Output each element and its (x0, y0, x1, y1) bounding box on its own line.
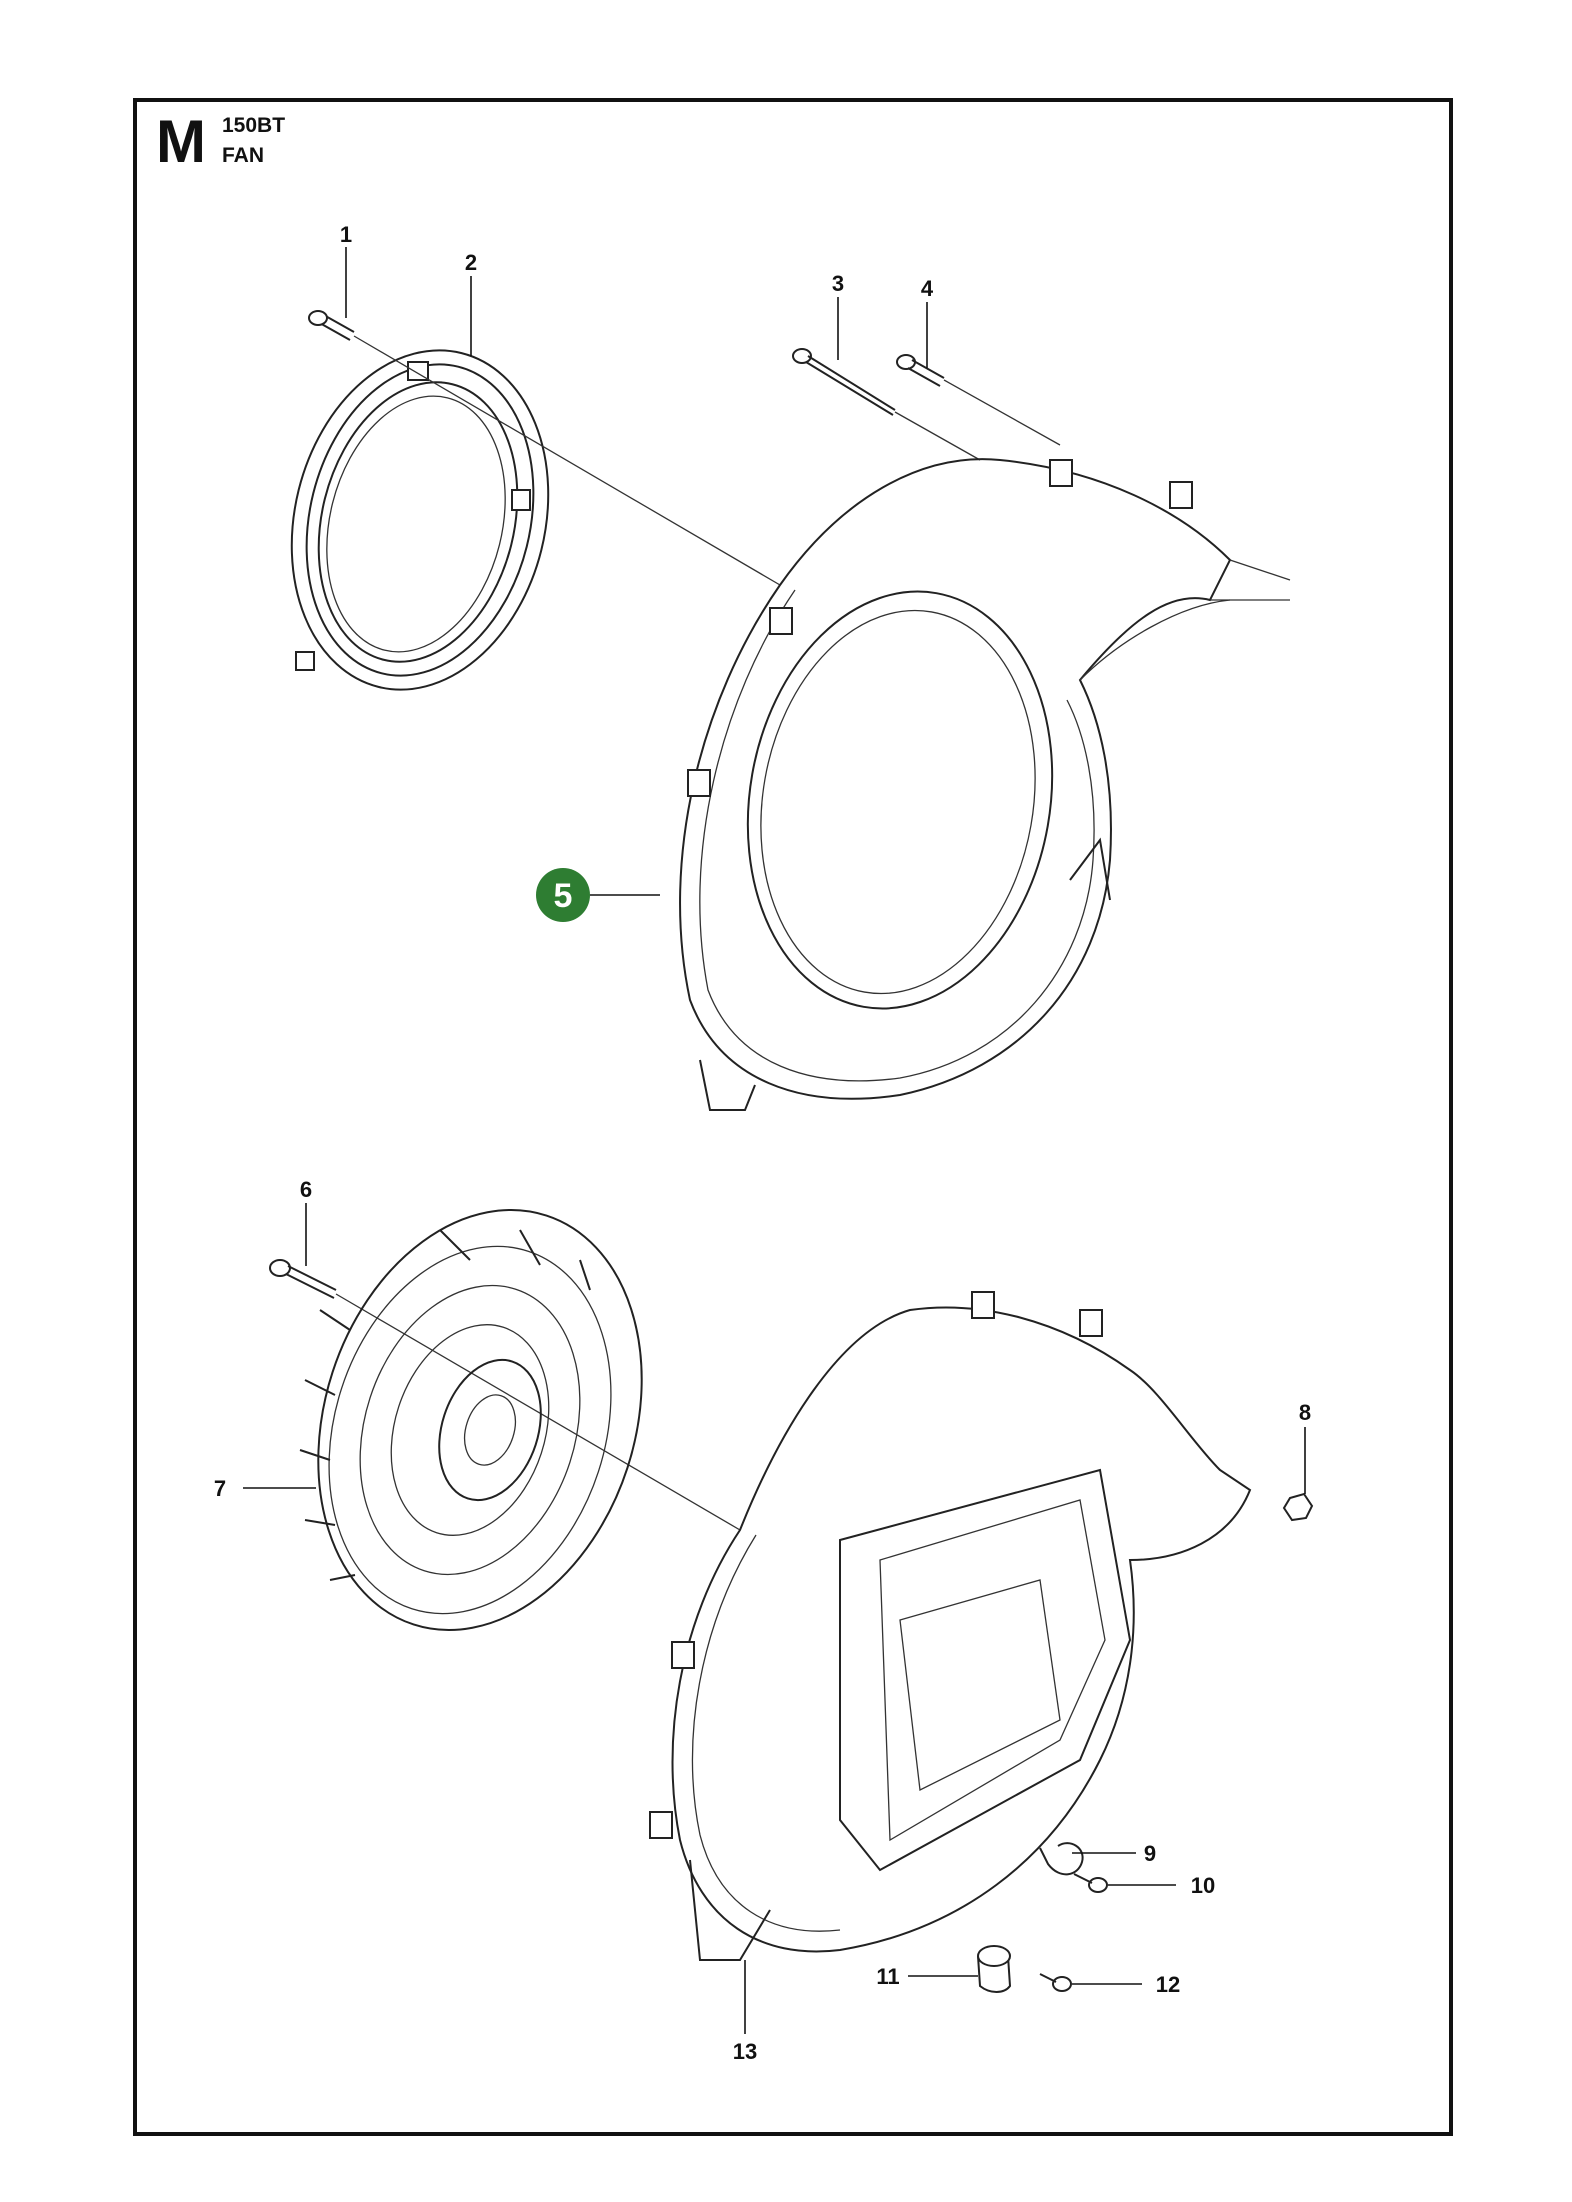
callout-9: 9 (1144, 1841, 1156, 1866)
part-10-screw[interactable] (1073, 1873, 1108, 1893)
part-4-screw[interactable] (896, 354, 945, 387)
callout-8: 8 (1299, 1400, 1311, 1425)
part-7-fan-wheel[interactable] (266, 1168, 694, 1673)
section-letter: M (156, 108, 206, 175)
callout-5-badge[interactable]: 5 (536, 868, 590, 922)
part-11-clamp[interactable] (977, 1945, 1012, 1993)
callout-3: 3 (832, 271, 844, 296)
part-13-fan-housing[interactable] (649, 1291, 1252, 1961)
leader-lines (243, 247, 1306, 2034)
diagram-frame (133, 98, 1453, 2136)
callout-5: 5 (554, 877, 573, 915)
section-title: FAN (222, 144, 264, 167)
callout-7: 7 (214, 1476, 226, 1501)
part-2-intake-ring[interactable] (257, 323, 583, 717)
part-3-long-bolt[interactable] (792, 348, 896, 416)
model-name: 150BT (222, 114, 286, 137)
callout-13: 13 (733, 2039, 757, 2064)
part-6-bolt[interactable] (269, 1259, 337, 1299)
callout-1: 1 (340, 222, 352, 247)
highlight-badge (536, 868, 590, 922)
callout-6: 6 (300, 1177, 312, 1202)
part-12-screw[interactable] (1039, 1973, 1072, 1992)
callout-10: 10 (1191, 1873, 1215, 1898)
part-5-fan-cover[interactable] (679, 458, 1291, 1111)
callout-2: 2 (465, 250, 477, 275)
callout-4: 4 (921, 276, 934, 301)
part-8-nut[interactable] (1282, 1492, 1314, 1522)
part-1-screw[interactable] (308, 310, 355, 341)
callout-12: 12 (1156, 1972, 1180, 1997)
callout-11: 11 (876, 1964, 899, 1989)
callout-labels: 1 2 3 4 5 6 7 8 9 10 11 12 13 (214, 222, 1311, 2064)
part-9-clip[interactable] (1039, 1842, 1084, 1876)
